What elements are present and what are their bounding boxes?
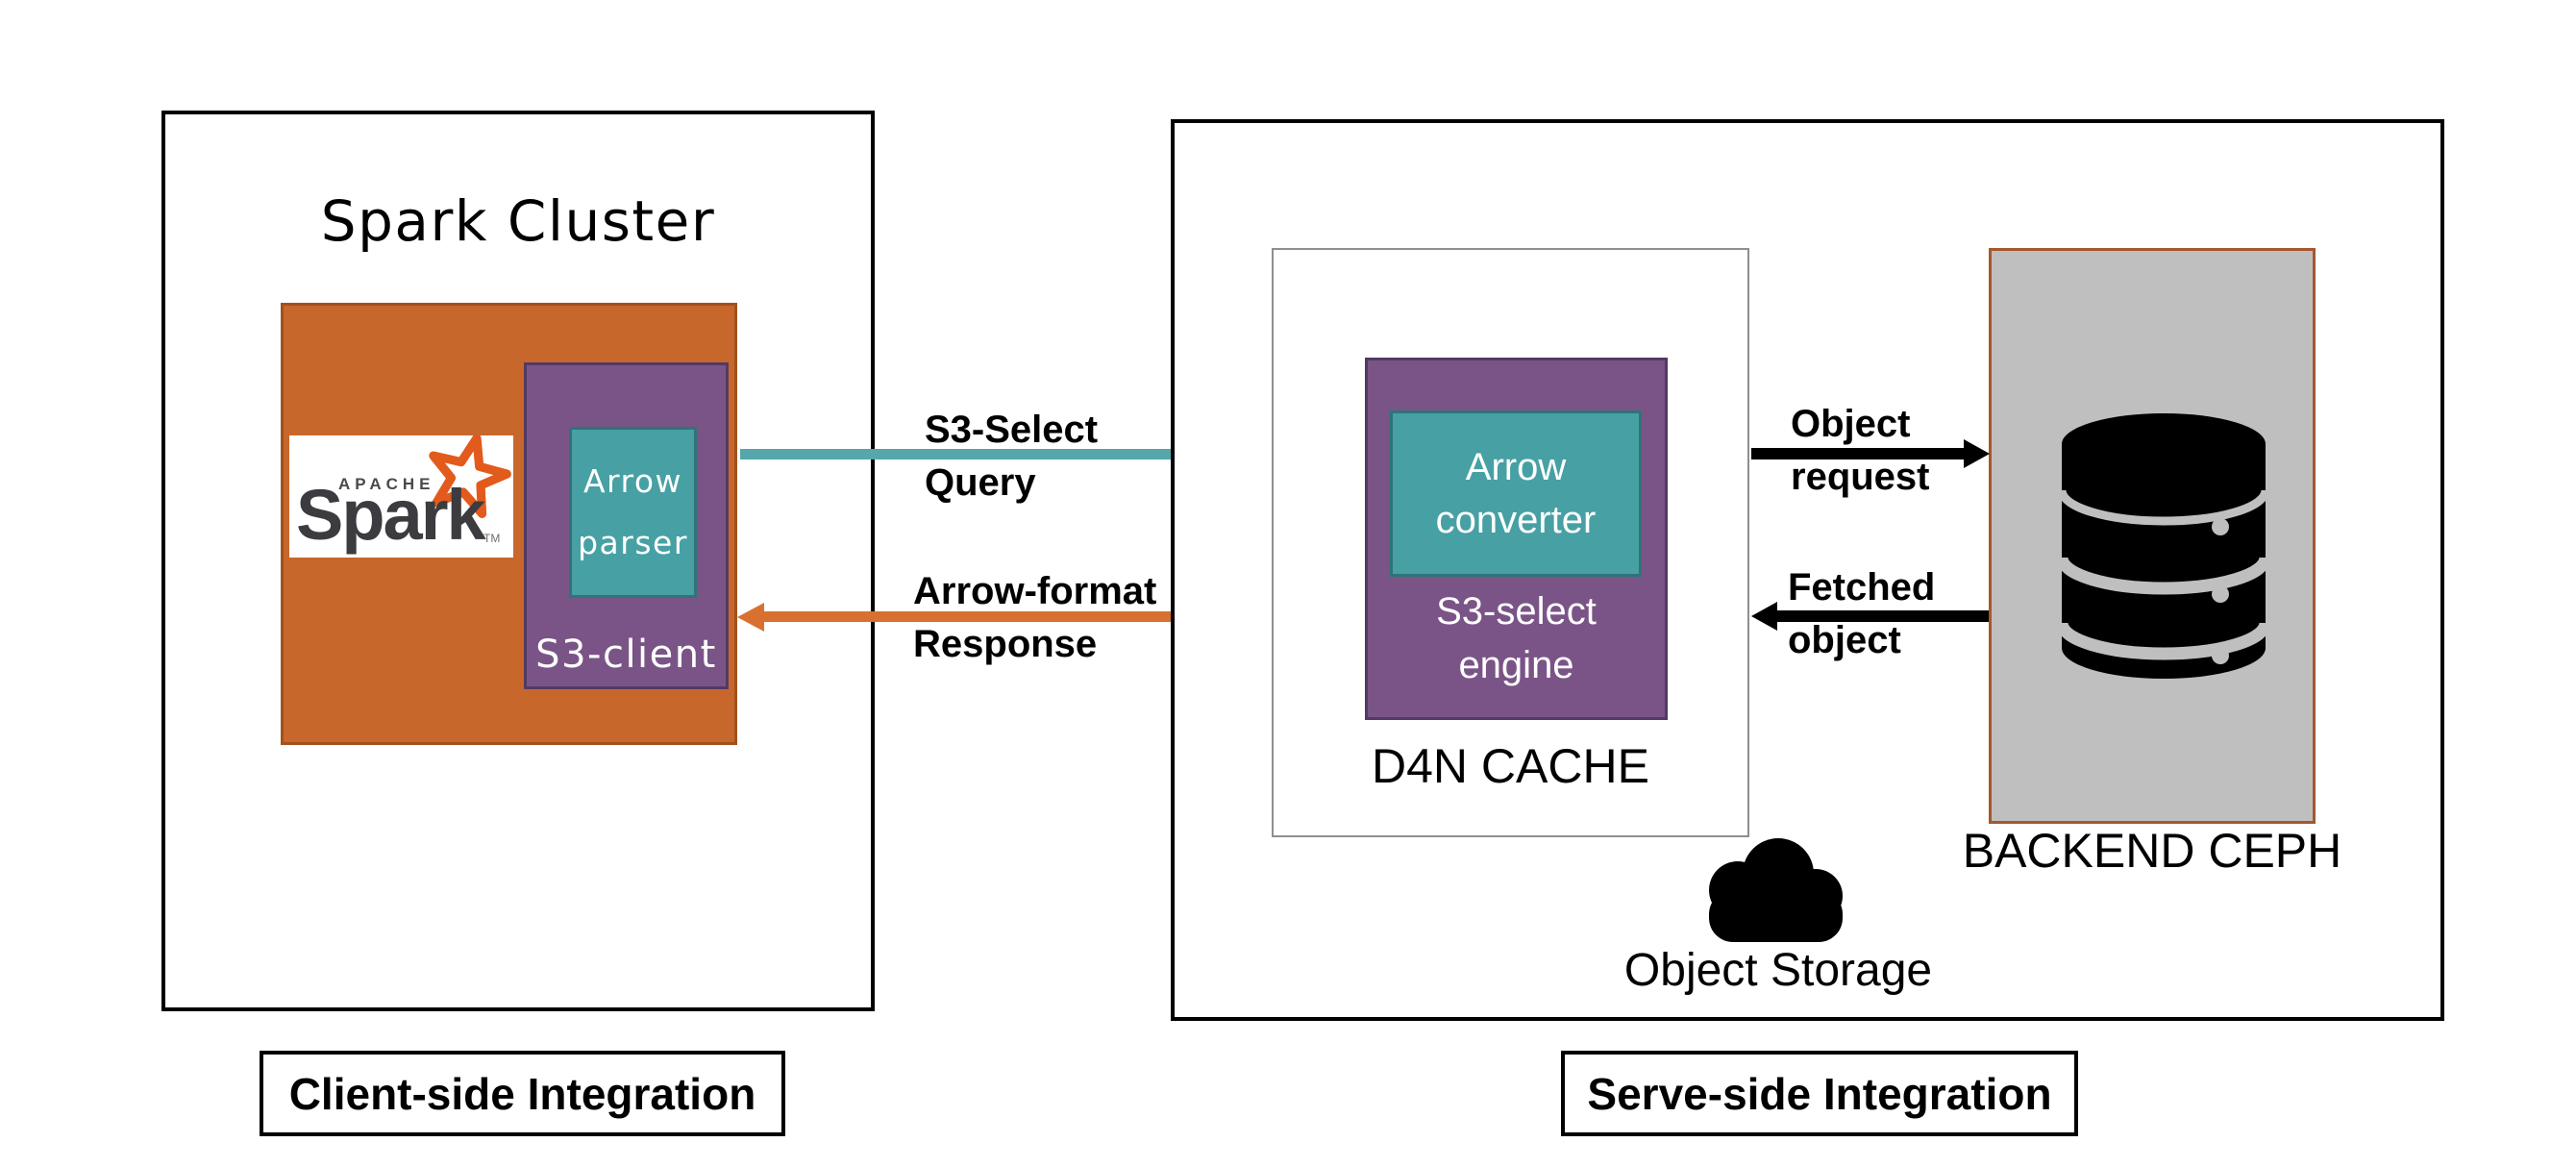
fetched-label-line1: Fetched — [1788, 566, 1936, 608]
backend-ceph-title: BACKEND CEPH — [1962, 824, 2342, 878]
object-request-arrowhead-icon — [1964, 439, 1990, 468]
serve-tag-text: Serve-side Integration — [1587, 1068, 2052, 1119]
arrow-converter-box: Arrow converter — [1390, 410, 1642, 577]
spark-cluster-title: Spark Cluster — [320, 188, 716, 254]
s3-select-engine-label: S3-select engine — [1365, 584, 1668, 692]
apache-spark-logo: APACHE Spark TM — [289, 435, 513, 558]
object-storage-label: Object Storage — [1623, 945, 1933, 996]
arrow-parser-line1: Arrow — [582, 462, 683, 500]
arrow-parser-box: Arrow parser — [569, 427, 697, 598]
request-label-line1: Object — [1791, 403, 1911, 445]
arrow-parser-line2: parser — [578, 524, 688, 561]
engine-label-line2: engine — [1458, 644, 1574, 686]
s3-select-query-arrow — [740, 449, 1248, 459]
response-label-line2: Response — [913, 623, 1098, 665]
fetched-object-arrow — [1776, 610, 1989, 622]
client-tag-text: Client-side Integration — [288, 1068, 756, 1119]
arrow-format-response-arrowhead-icon — [737, 603, 764, 632]
spark-star-icon — [429, 435, 511, 518]
trademark-mark: TM — [483, 532, 501, 545]
request-label-line2: request — [1791, 456, 1930, 498]
fetched-object-label: Fetched object — [1788, 561, 1935, 667]
arrow-converter-line1: Arrow — [1465, 445, 1567, 488]
arrow-format-response-label: Arrow-format Response — [913, 565, 1156, 671]
object-request-arrow — [1751, 448, 1965, 459]
object-request-label: Object request — [1791, 398, 1930, 504]
s3-select-query-label: S3-Select Query — [925, 404, 1098, 509]
cloud-icon — [1709, 838, 1843, 942]
apache-wordmark: APACHE — [338, 475, 435, 493]
fetched-object-arrowhead-icon — [1751, 602, 1777, 631]
spark-wordmark: Spark — [296, 475, 486, 555]
arrow-converter-line2: converter — [1435, 498, 1597, 541]
d4n-cache-title: D4N CACHE — [1372, 739, 1649, 793]
client-side-integration-tag: Client-side Integration — [260, 1051, 785, 1136]
database-icon — [2059, 413, 2268, 679]
query-label-line1: S3-Select — [925, 409, 1099, 451]
s3-client-label: S3-client — [535, 633, 717, 677]
serve-side-integration-tag: Serve-side Integration — [1561, 1051, 2078, 1136]
response-label-line1: Arrow-format — [913, 570, 1157, 612]
arrow-format-response-arrow — [763, 611, 1272, 622]
query-label-line2: Query — [925, 461, 1036, 504]
engine-label-line1: S3-select — [1436, 590, 1597, 633]
fetched-label-line2: object — [1788, 619, 1901, 661]
